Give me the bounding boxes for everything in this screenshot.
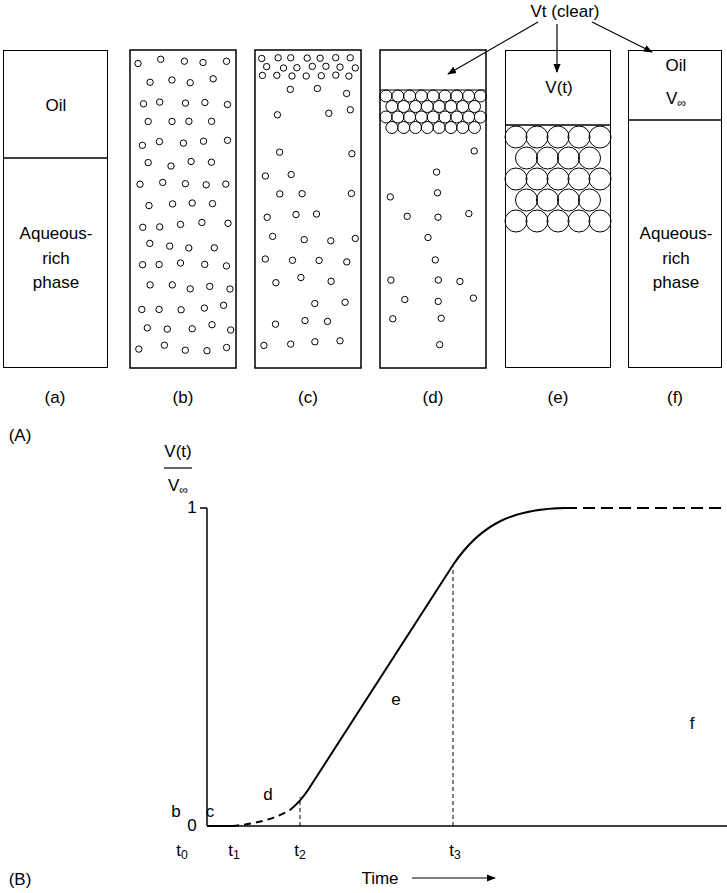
axis-value: 1: [187, 498, 196, 518]
panel-letter: (c): [298, 388, 318, 408]
column-f: OilV∞ Aqueous-rich phase: [628, 50, 722, 368]
panel-letter: (e): [548, 388, 569, 408]
x-axis: [207, 825, 727, 827]
stage-letter: c: [206, 802, 215, 822]
part-label: (A): [9, 426, 32, 446]
time-arrow: [412, 877, 495, 878]
stage-letter: e: [391, 690, 400, 710]
part-label: (B): [9, 870, 32, 890]
time-label: t2: [294, 841, 306, 861]
callout-label: Vt (clear): [531, 2, 600, 22]
axis-title: V(t): [164, 442, 191, 462]
phase-label: V∞: [666, 87, 686, 112]
curve-dashed: [565, 507, 727, 509]
fraction-bar: [164, 467, 192, 468]
curve-dashed: [232, 810, 290, 826]
phase-label: Oil: [46, 94, 67, 119]
axis-value: 0: [187, 816, 196, 836]
column-d: [380, 50, 486, 368]
time-marker: [453, 566, 454, 826]
panel-letter: (a): [45, 388, 66, 408]
column-a: OilAqueous-rich phase: [3, 50, 108, 368]
phase-label: Aqueous-rich phase: [638, 222, 715, 296]
y-axis: [206, 508, 208, 826]
column-e: V(t): [505, 50, 611, 368]
axis-title: V∞: [168, 476, 188, 496]
time-label: t3: [449, 841, 461, 861]
column-c: [255, 50, 361, 368]
droplets: [135, 55, 611, 354]
phase-label: Aqueous-rich phase: [18, 222, 95, 296]
interface-line: [628, 119, 722, 121]
leader-arrow: [448, 22, 538, 74]
leader-arrow: [592, 22, 652, 52]
axis-tick: [200, 507, 207, 509]
interface-line: [3, 157, 108, 159]
time-marker: [300, 797, 301, 826]
phase-label: V(t): [545, 76, 572, 101]
time-label: t0: [176, 841, 188, 861]
panel-letter: (f): [667, 388, 683, 408]
stage-letter: f: [690, 714, 695, 734]
axis-title: Time: [361, 869, 398, 889]
stage-letter: d: [263, 785, 272, 805]
curve: [207, 825, 232, 827]
panel-letter: (b): [173, 388, 194, 408]
phase-label: Oil: [666, 54, 687, 79]
panel-letter: (d): [423, 388, 444, 408]
column-b: [130, 50, 236, 368]
curve: [290, 508, 565, 810]
time-label: t1: [228, 841, 240, 861]
leader-arrow: [556, 24, 557, 72]
stage-letter: b: [171, 802, 180, 822]
